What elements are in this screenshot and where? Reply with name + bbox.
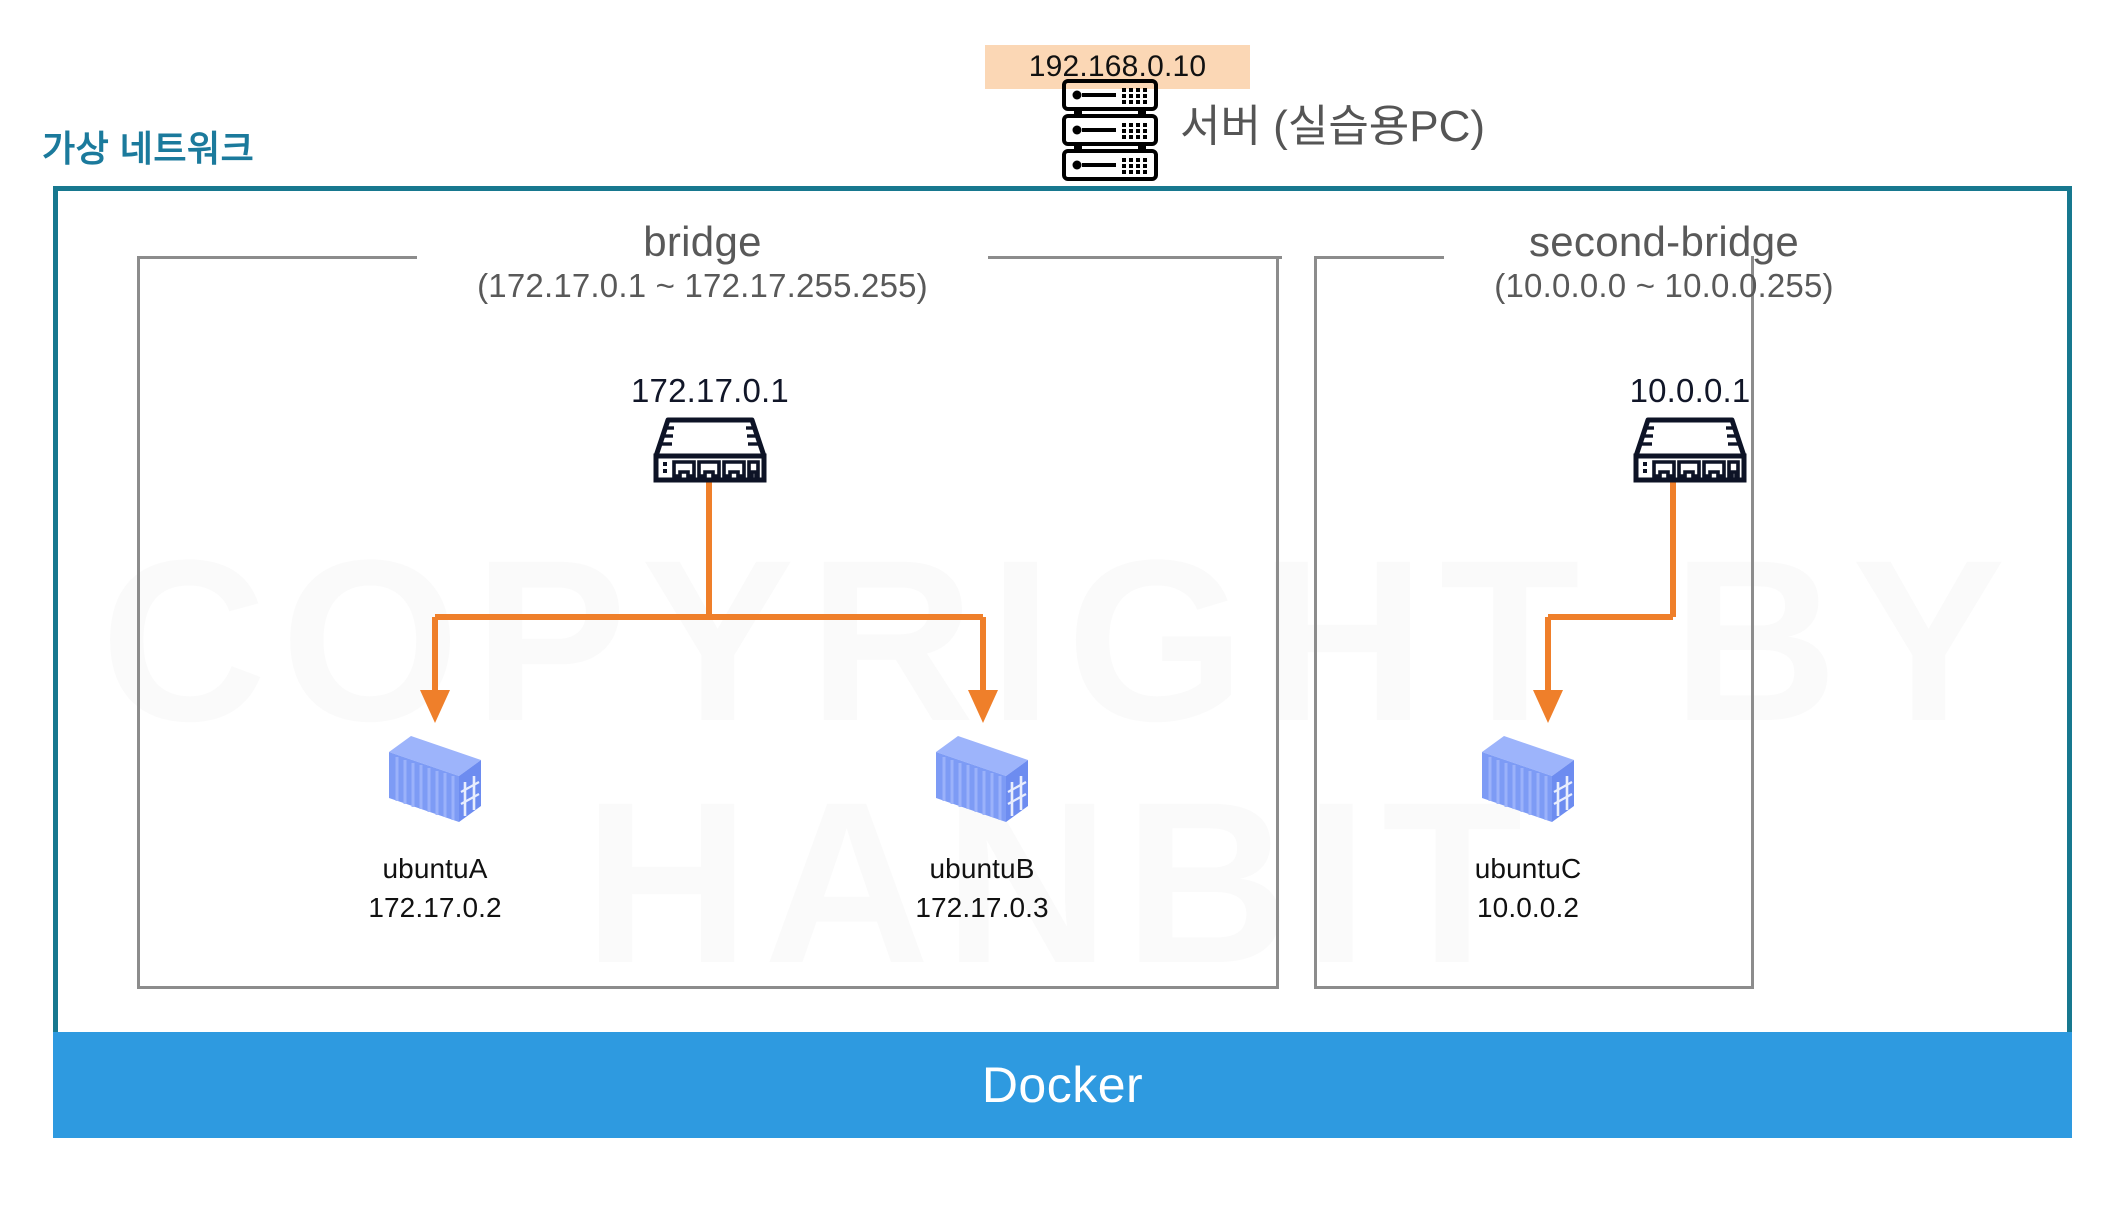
container-node-ubuntuA: ubuntuA 172.17.0.2 [315,730,555,925]
bridge-box-top-left-segment [137,256,417,259]
docker-container-icon [375,736,495,846]
second-bridge-range: (10.0.0.0 ~ 10.0.0.255) [1494,266,1834,304]
network-switch-icon [1628,417,1752,488]
container-ip-ubuntuB: 172.17.0.3 [915,892,1049,923]
bridge-box-second-bridge [1314,256,1754,989]
virtual-network-title: 가상 네트워크 [42,128,255,169]
docker-bar: Docker [53,1032,2072,1138]
bridge-box-top-right-segment [988,256,1282,259]
gateway-ip-second-bridge: 10.0.0.1 [1629,372,1751,409]
docker-container-icon [922,736,1042,846]
second-bridge-name: second-bridge [1528,218,1800,265]
bridge-title-second-bridge: second-bridge (10.0.0.0 ~ 10.0.0.255) [1444,218,1884,305]
bridge-name: bridge [643,218,762,265]
docker-label: Docker [981,1057,1144,1113]
gateway-node-bridge: 172.17.0.1 [600,372,820,489]
bridge-box-bridge [137,256,1279,989]
bridge-range: (172.17.0.1 ~ 172.17.255.255) [477,266,928,304]
container-node-ubuntuB: ubuntuB 172.17.0.3 [862,730,1102,925]
gateway-ip-bridge: 172.17.0.1 [631,372,789,409]
server-host-group: 192.168.0.10 [985,38,1525,188]
container-name-ubuntuB: ubuntuB [929,853,1035,884]
bridge-title-bridge: bridge (172.17.0.1 ~ 172.17.255.255) [417,218,988,305]
container-name-ubuntuC: ubuntuC [1474,853,1582,884]
container-node-ubuntuC: ubuntuC 10.0.0.2 [1408,730,1648,925]
container-name-ubuntuA: ubuntuA [382,853,488,884]
container-ip-ubuntuC: 10.0.0.2 [1477,892,1579,923]
container-ip-ubuntuA: 172.17.0.2 [368,892,502,923]
server-rack-icon [1060,78,1160,188]
second-bridge-box-top-left-segment [1314,256,1444,259]
docker-container-icon [1468,736,1588,846]
network-switch-icon [648,417,772,488]
server-label: 서버 (실습용PC) [1180,102,1486,151]
gateway-node-second-bridge: 10.0.0.1 [1580,372,1800,489]
